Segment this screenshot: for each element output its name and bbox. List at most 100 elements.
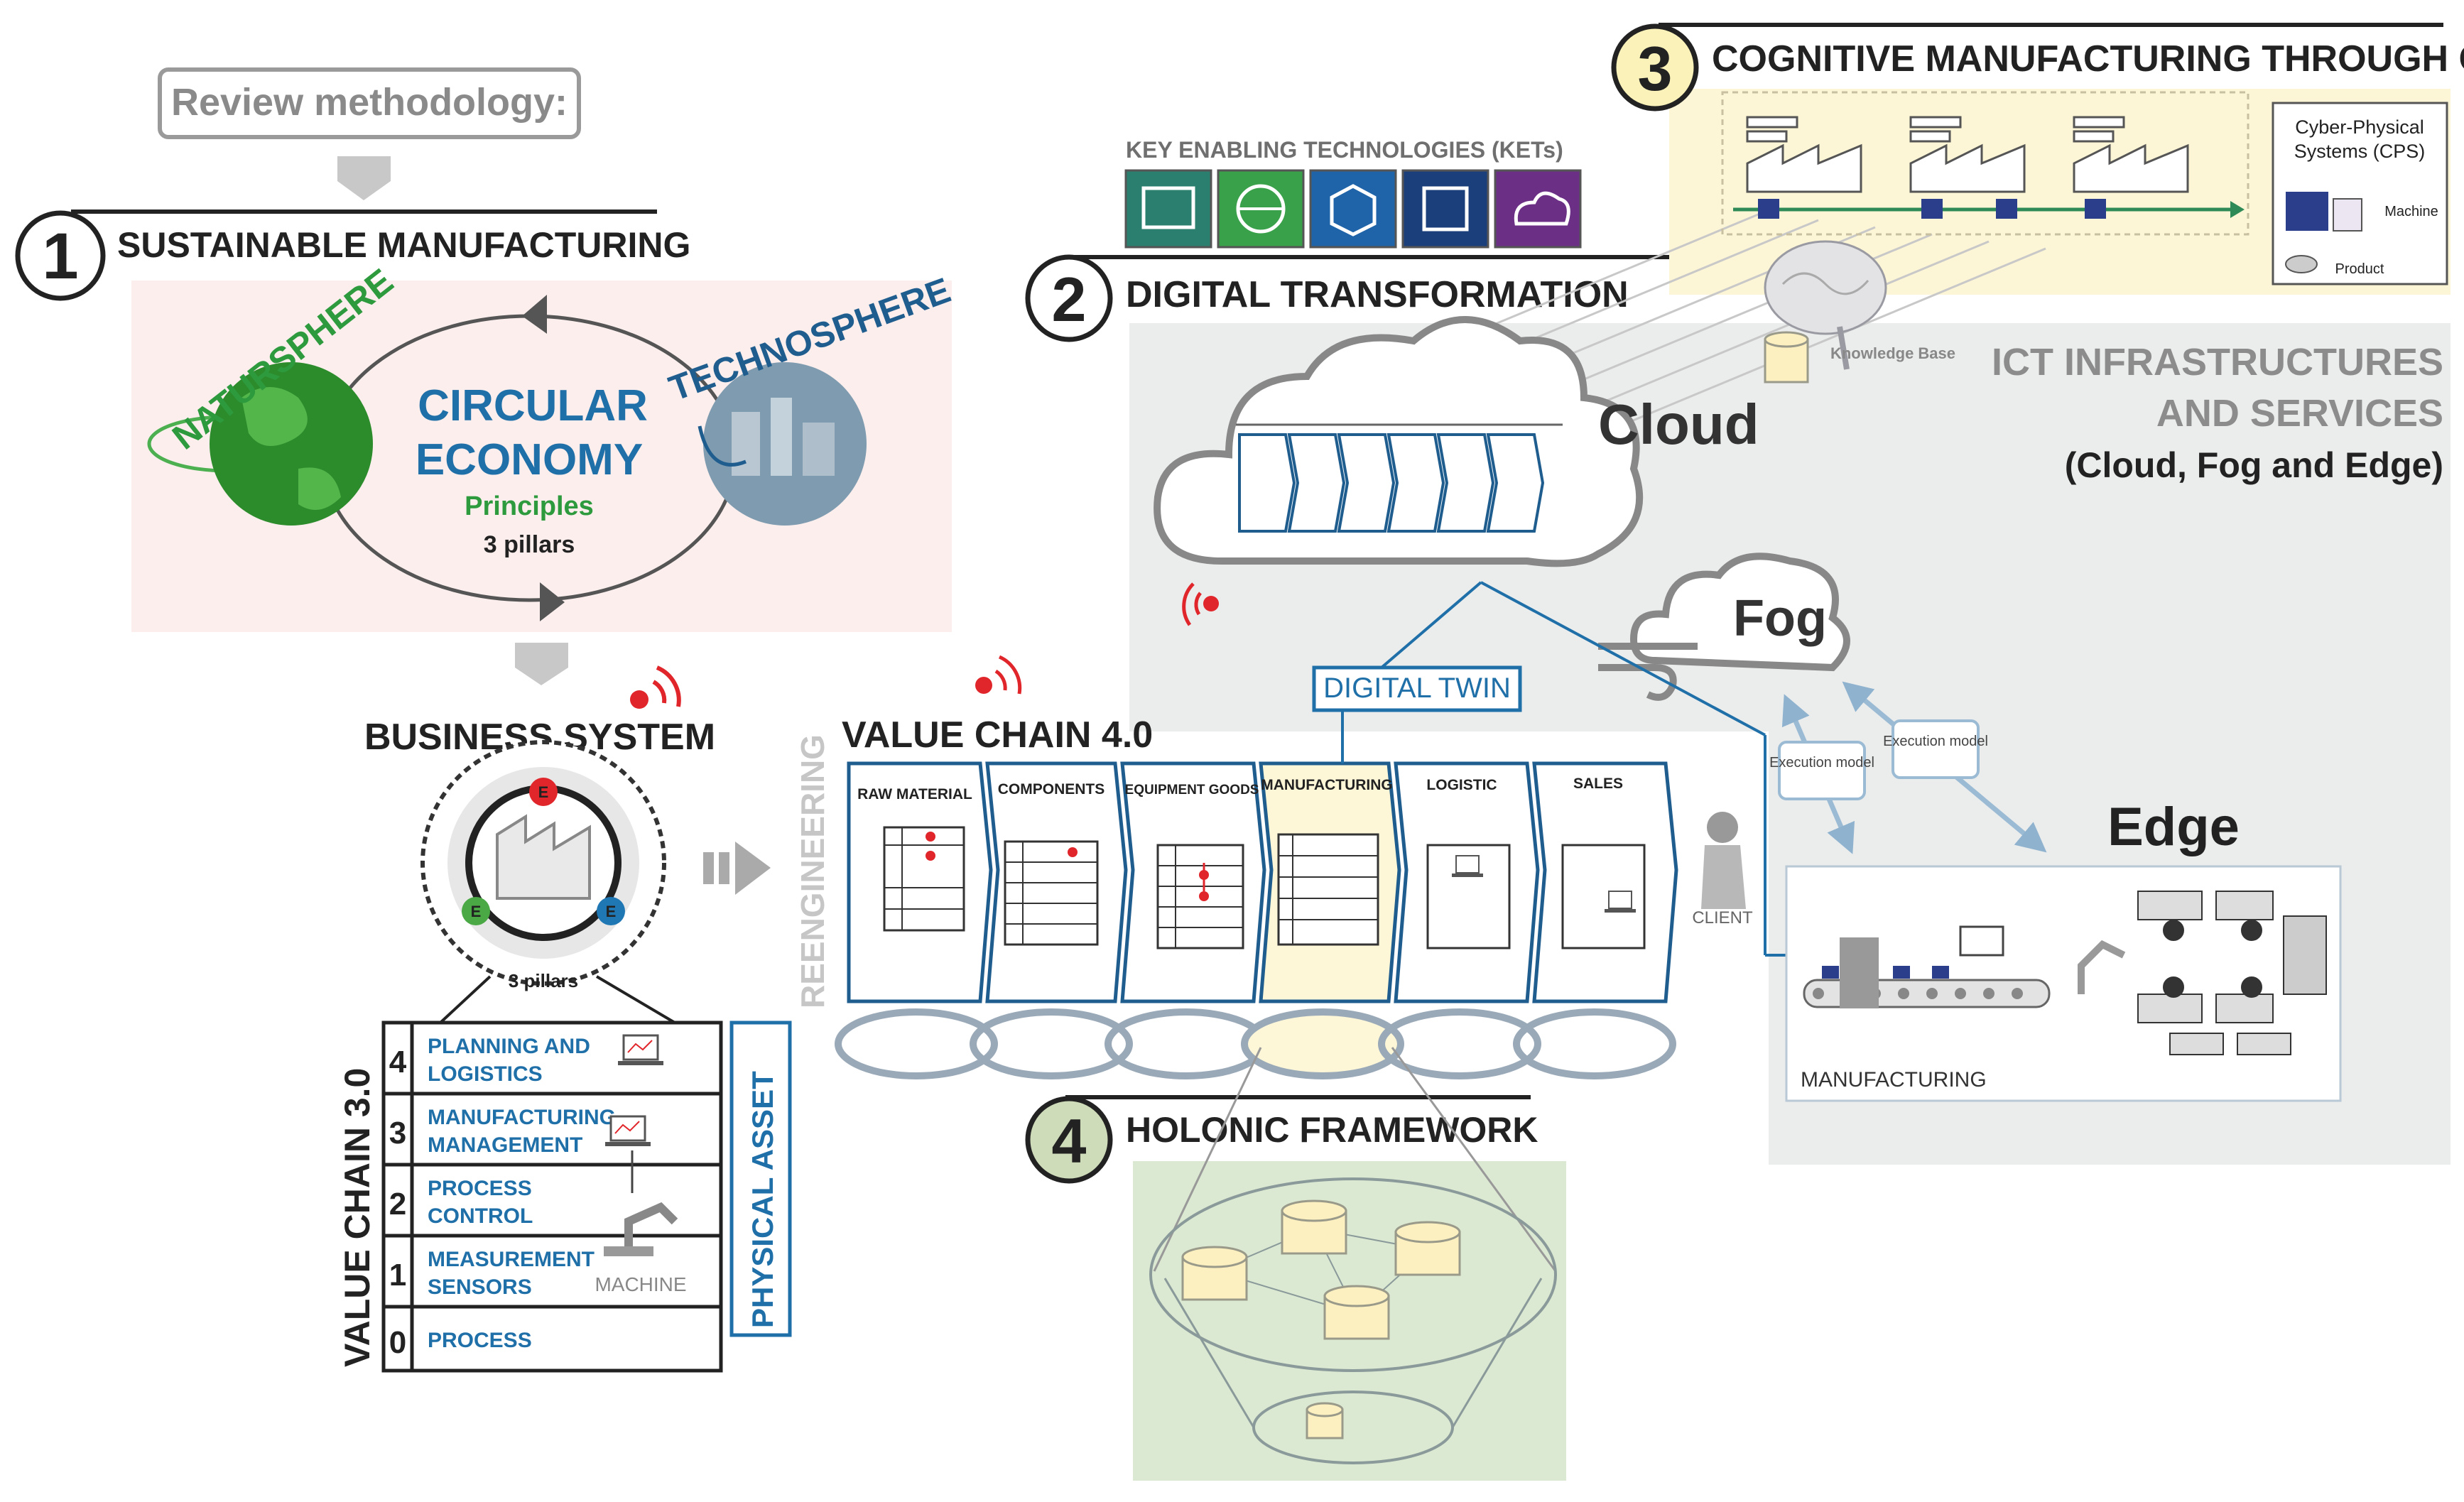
vc30-title: VALUE CHAIN 3.0 bbox=[337, 1068, 377, 1367]
execution-model-label: Execution model bbox=[1883, 734, 1988, 749]
factory-icon bbox=[496, 814, 591, 900]
section2-number: 2 bbox=[1052, 264, 1087, 334]
execution-model-box-2: Execution model bbox=[1883, 719, 1988, 779]
laptop-icon bbox=[605, 1115, 651, 1146]
section1-number-circle bbox=[15, 210, 106, 301]
chain-links bbox=[835, 1008, 1676, 1079]
conveyor-icon bbox=[1803, 925, 2126, 1008]
vc30-level-label: PROCESS bbox=[428, 1329, 532, 1352]
digital-twin-box: DIGITAL TWIN bbox=[1312, 665, 1522, 712]
laptop-icon bbox=[1605, 891, 1636, 913]
ict-line3: (Cloud, Fog and Edge) bbox=[2065, 445, 2443, 485]
edge-manufacturing-label: MANUFACTURING bbox=[1801, 1068, 1987, 1092]
cps-title-line2: Systems (CPS) bbox=[2294, 141, 2426, 162]
vc40-stage-label: RAW MATERIAL bbox=[857, 786, 972, 802]
cps-title-line1: Cyber-Physical bbox=[2295, 116, 2424, 138]
cloud-label: Cloud bbox=[1598, 393, 1759, 456]
vc30-table: 4 PLANNING AND LOGISTICS 3 MANUFACTURING… bbox=[381, 1021, 723, 1373]
vc40-stage-label: SALES bbox=[1573, 776, 1623, 792]
badge-e-right bbox=[597, 897, 625, 925]
svg-text:E: E bbox=[471, 903, 482, 920]
digital-twin-label: DIGITAL TWIN bbox=[1323, 673, 1511, 704]
vc30-level-label: LOGISTICS bbox=[428, 1062, 543, 1086]
wifi-icon bbox=[1182, 582, 1219, 626]
wifi-icon bbox=[975, 655, 1022, 695]
vc30-level-num: 3 bbox=[389, 1116, 406, 1150]
vc40-chain: RAW MATERIAL COMPONENTS EQUIPMENT GOODS … bbox=[847, 761, 1678, 1003]
vc30-level-label: CONTROL bbox=[428, 1204, 533, 1228]
laptop-icon bbox=[618, 1034, 663, 1065]
vc30-level-label: MANUFACTURING bbox=[428, 1106, 616, 1129]
section1-number: 1 bbox=[42, 220, 78, 293]
physical-asset-label: PHYSICAL ASSET bbox=[746, 1071, 779, 1328]
svg-text:E: E bbox=[538, 783, 549, 801]
circular-economy-panel: NATURSPHERE TECHNOSPHERE CIRCULAR ECONOM… bbox=[131, 261, 955, 632]
cps-machine-label: Machine bbox=[2384, 204, 2438, 219]
vc30-level-num: 2 bbox=[389, 1187, 406, 1221]
network-lines bbox=[1341, 581, 1797, 957]
vc40-title: VALUE CHAIN 4.0 bbox=[842, 714, 1153, 756]
execution-model-label: Execution model bbox=[1769, 755, 1874, 771]
vc40-stage-label: LOGISTIC bbox=[1426, 777, 1497, 793]
principles-label: Principles bbox=[465, 491, 594, 521]
wifi-icon bbox=[630, 665, 681, 709]
workcell-icons bbox=[2137, 891, 2327, 1055]
business-pillars-label: 3 pillars bbox=[509, 970, 578, 991]
vc30-level-label: SENSORS bbox=[428, 1275, 532, 1299]
vc40-stage-label: EQUIPMENT GOODS bbox=[1125, 783, 1259, 798]
knowledge-base-icon bbox=[1764, 331, 1809, 383]
technosphere-globe-icon bbox=[698, 362, 867, 526]
business-system-diagram: E E E 3 pillars bbox=[420, 740, 666, 991]
laptop-icon bbox=[1452, 855, 1483, 877]
machine-label: MACHINE bbox=[595, 1273, 686, 1295]
ket-title: KEY ENABLING TECHNOLOGIES (KETs) bbox=[1126, 137, 1563, 163]
economy-label: ECONOMY bbox=[416, 435, 643, 484]
badge-e-top bbox=[529, 778, 558, 806]
database-icon bbox=[1181, 1199, 1461, 1440]
robot-arm-icon bbox=[604, 1202, 678, 1256]
vc30-level-label: MANAGEMENT bbox=[428, 1133, 582, 1157]
right-arrow-icon bbox=[703, 842, 771, 895]
section2-title: DIGITAL TRANSFORMATION bbox=[1126, 274, 1629, 315]
fog-label: Fog bbox=[1733, 590, 1827, 647]
ict-title: ICT INFRASTRUCTURES AND SERVICES (Cloud,… bbox=[1992, 341, 2443, 485]
cloud-shape bbox=[1154, 316, 1644, 567]
knowledge-base-label: Knowledge Base bbox=[1830, 344, 1955, 362]
natursphere-globe-icon bbox=[147, 362, 373, 526]
vc30-level-label: MEASUREMENT bbox=[428, 1248, 595, 1271]
product-icon bbox=[2285, 255, 2318, 273]
section3-number: 3 bbox=[1638, 33, 1673, 104]
cycle-arrow-bottom-icon bbox=[540, 582, 565, 621]
section4-title: HOLONIC FRAMEWORK bbox=[1126, 1110, 1538, 1150]
client-label: CLIENT bbox=[1692, 908, 1753, 927]
holonic-diagram bbox=[1149, 1047, 1557, 1464]
cps-legend: Cyber-Physical Systems (CPS) Machine Pro… bbox=[2272, 102, 2448, 285]
edge-panel: MANUFACTURING bbox=[1785, 865, 2342, 1102]
machine-icon bbox=[2286, 192, 2328, 231]
execution-model-box-1: Execution model bbox=[1769, 741, 1874, 800]
section2-header: 2 DIGITAL TRANSFORMATION bbox=[1025, 254, 1669, 342]
review-methodology-label: Review methodology: bbox=[171, 81, 568, 124]
ict-line2: AND SERVICES bbox=[2156, 392, 2443, 435]
section1-header: 1 SUSTAINABLE MANUFACTURING bbox=[15, 209, 690, 301]
down-chevron-2-icon bbox=[515, 643, 568, 685]
section3-title: COGNITIVE MANUFACTURING THROUGH CPS bbox=[1712, 38, 2464, 80]
vc30-level-num: 0 bbox=[389, 1325, 406, 1360]
cloud-modules bbox=[1238, 433, 1545, 533]
edge-label: Edge bbox=[2107, 797, 2240, 857]
vc30-level-label: PROCESS bbox=[428, 1177, 532, 1200]
vc30-level-label: PLANNING AND bbox=[428, 1035, 590, 1058]
cps-production-line bbox=[1721, 91, 2249, 236]
circular-label: CIRCULAR bbox=[418, 381, 648, 430]
down-chevron-icon bbox=[337, 156, 391, 200]
ict-line1: ICT INFRASTRUCTURES bbox=[1992, 341, 2443, 383]
review-methodology-box: Review methodology: bbox=[158, 67, 581, 139]
svg-text:E: E bbox=[606, 903, 617, 920]
section4-header: 4 HOLONIC FRAMEWORK bbox=[1025, 1095, 1538, 1184]
cycle-arrow-top-icon bbox=[522, 295, 547, 334]
ket-circuit-icon bbox=[1401, 169, 1489, 249]
client-person-icon bbox=[1701, 812, 1746, 909]
ket-robotics-icon bbox=[1124, 169, 1212, 249]
section1-title: SUSTAINABLE MANUFACTURING bbox=[117, 225, 690, 265]
reengineering-label: REENGINEERING bbox=[794, 734, 831, 1008]
